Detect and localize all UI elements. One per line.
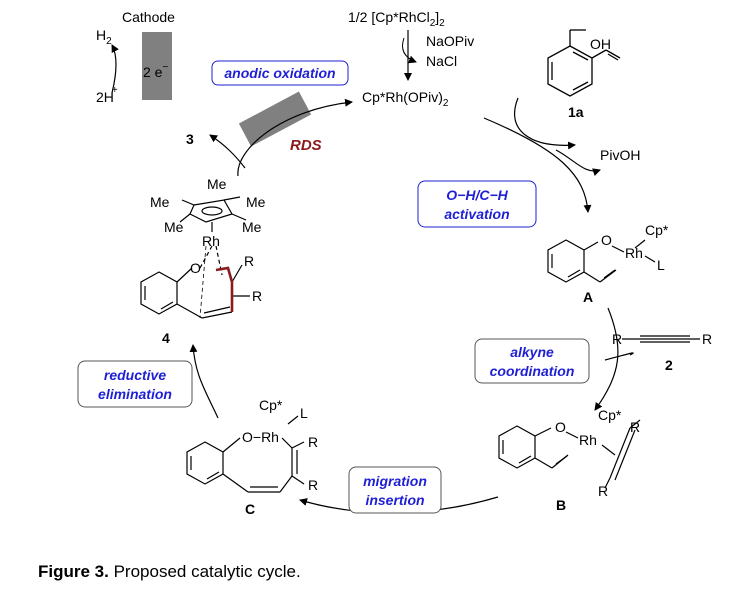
alkyne-entry-arrow — [604, 352, 634, 361]
four-oxygen: O — [190, 260, 201, 276]
coordination-label-line2: coordination — [490, 363, 575, 379]
me-left: Me — [150, 194, 170, 210]
intermediate-4 — [140, 196, 250, 319]
activation-step: O−H/C−H activation — [417, 180, 537, 228]
cathode-label: Cathode — [122, 9, 175, 25]
A-oxygen: O — [601, 232, 612, 248]
C-r2: R — [308, 477, 318, 493]
C-ligand: L — [300, 405, 308, 421]
alkyne-r-left: R — [612, 331, 622, 347]
migration-label-line2: insertion — [365, 492, 424, 508]
salt-arrow — [402, 37, 417, 64]
four-r2: R — [252, 288, 262, 304]
precatalyst-label: 1/2 [Cp*RhCl2]2 — [348, 9, 445, 29]
C-r1: R — [308, 434, 318, 450]
figure-number: Figure 3. — [38, 562, 109, 581]
pivoh-exit-arrow — [555, 149, 601, 177]
cathode-block: Cathode 2 e− H2 2H+ — [96, 9, 175, 105]
coordination-label-line1: alkyne — [510, 344, 554, 360]
four-rhodium: Rh — [202, 233, 220, 249]
migration-step: migration insertion — [348, 466, 442, 514]
two-h-plus-label: 2H+ — [96, 85, 118, 105]
A-cp: Cp* — [645, 222, 669, 238]
me-lower-left: Me — [164, 219, 184, 235]
naopiv-label: NaOPiv — [426, 33, 474, 49]
me-right: Me — [246, 194, 266, 210]
rds-label: RDS — [290, 137, 322, 154]
migration-label-line1: migration — [363, 473, 427, 489]
substrate-label: 1a — [568, 104, 584, 120]
B-r2: R — [598, 483, 608, 499]
reductive-label-line2: elimination — [98, 386, 172, 402]
coordination-step: alkyne coordination — [474, 338, 590, 384]
active-catalyst-label: Cp*Rh(OPiv)2 — [362, 89, 449, 109]
reductive-step: reductive elimination — [77, 360, 193, 408]
hydroxyl-label: OH — [590, 36, 611, 52]
cycle-arrow-activation — [483, 117, 592, 213]
forming-bond-highlight — [215, 266, 234, 312]
cycle-arrow-coordination — [594, 307, 619, 411]
substrate-1a — [547, 29, 621, 97]
B-cp: Cp* — [598, 407, 622, 423]
h2-label: H2 — [96, 27, 112, 47]
intermediate-A — [547, 239, 656, 283]
A-rhodium: Rh — [625, 245, 643, 261]
nacl-label: NaCl — [426, 53, 457, 69]
product-label: 3 — [186, 131, 194, 147]
C-label: C — [245, 501, 255, 517]
substrate-entry-arrow — [513, 97, 576, 150]
figure-caption: Figure 3. Proposed catalytic cycle. — [38, 562, 301, 582]
me-top: Me — [207, 176, 227, 192]
intermediate-4-label: 4 — [162, 330, 170, 346]
product-exit-arrow — [209, 134, 246, 169]
anodic-oxidation-label: anodic oxidation — [224, 65, 335, 81]
activation-label-line2: activation — [444, 206, 509, 222]
figure-caption-text: Proposed catalytic cycle. — [108, 562, 301, 581]
B-r1: R — [630, 419, 640, 435]
B-label: B — [556, 497, 566, 513]
A-label: A — [583, 289, 593, 305]
electrons-label: 2 e− — [143, 62, 168, 80]
intermediate-C — [186, 415, 305, 493]
cycle-arrow-elimination — [189, 344, 219, 419]
reductive-label-line1: reductive — [104, 367, 166, 383]
reduction-arrow — [111, 44, 119, 94]
four-r1: R — [244, 253, 254, 269]
activation-label-line1: O−H/C−H — [446, 187, 508, 203]
intermediate-B — [498, 419, 641, 489]
B-rhodium: Rh — [579, 432, 597, 448]
cycle-arrow-oxidation — [237, 98, 353, 177]
cathode-electrode — [142, 32, 172, 100]
anode-electrode — [238, 91, 312, 147]
me-lower-right: Me — [242, 219, 262, 235]
C-cp: Cp* — [259, 397, 283, 413]
alkyne-label: 2 — [665, 357, 673, 373]
C-rhodium: O−Rh — [242, 429, 279, 445]
pivoh-label: PivOH — [600, 147, 640, 163]
alkyne-r-right: R — [702, 331, 712, 347]
alkyne-2 — [622, 335, 700, 343]
B-oxygen: O — [555, 419, 566, 435]
anodic-oxidation-step: anodic oxidation — [211, 60, 349, 86]
A-ligand: L — [657, 257, 665, 273]
